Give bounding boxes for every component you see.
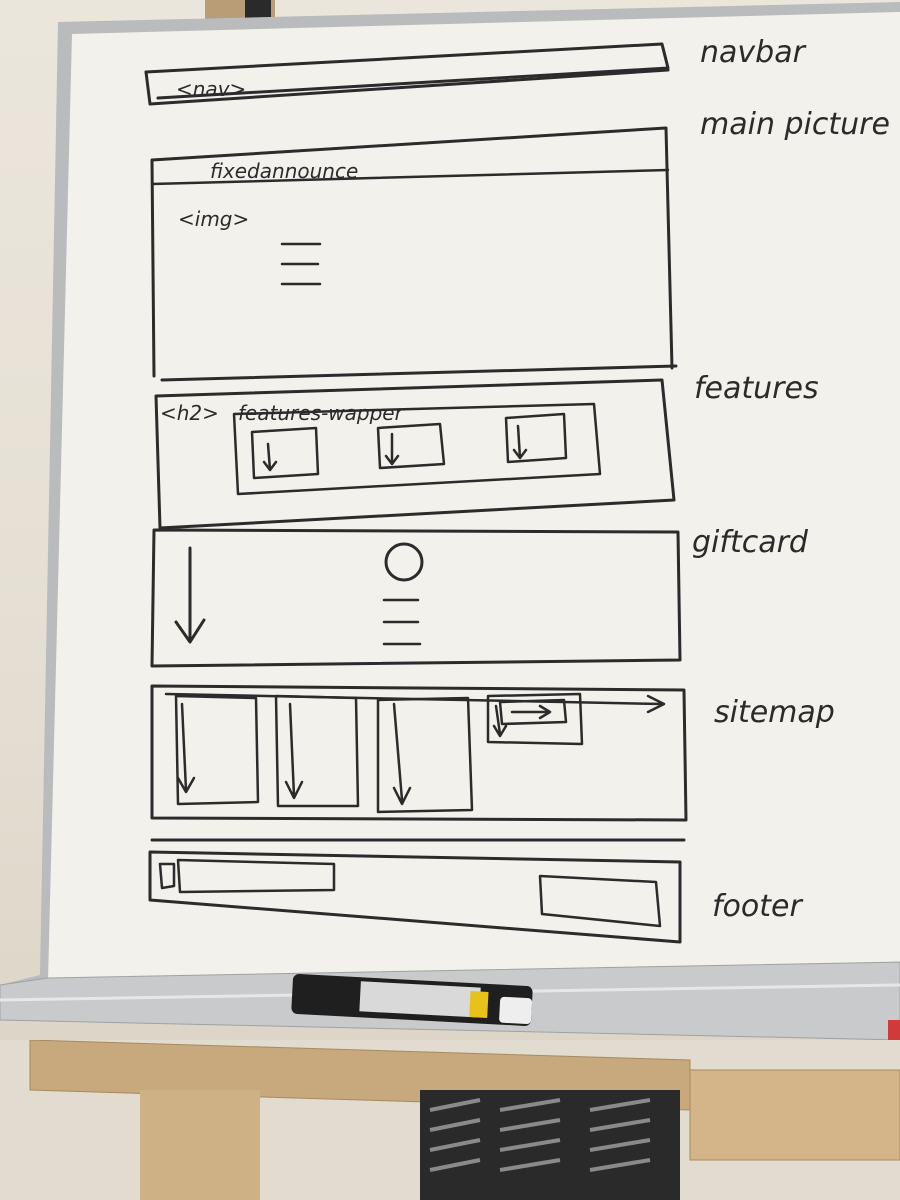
navbar-sketch: <nav> — [144, 42, 670, 106]
features-wrapper-label: features-wapper — [238, 401, 405, 425]
red-magnet-icon — [888, 1020, 900, 1040]
whiteboard-surface — [48, 12, 900, 980]
main-picture-label: main picture — [700, 107, 890, 142]
marker-pen-icon — [291, 974, 533, 1026]
nav-tag-label: <nav> — [176, 77, 246, 101]
h2-tag-label: <h2> — [160, 401, 219, 425]
text-lines-icon — [382, 598, 422, 646]
fixed-announce-label: fixedannounce — [210, 159, 358, 183]
sitemap-label: sitemap — [714, 695, 835, 730]
down-arrow-icon — [384, 432, 400, 466]
main-picture-sketch: fixedannounce <img> — [150, 126, 678, 382]
circle-icon — [384, 542, 424, 582]
feature-box-1 — [250, 426, 320, 480]
gift-card-sketch — [150, 528, 682, 668]
feature-box-3 — [504, 412, 568, 464]
sitemap-column-2 — [274, 694, 360, 808]
img-tag-label: <img> — [178, 207, 249, 231]
features-label: features — [694, 371, 819, 406]
down-arrow-icon — [174, 546, 206, 644]
down-arrow-icon — [262, 442, 278, 472]
sitemap-column-1 — [174, 694, 260, 806]
sitemap-column-3 — [376, 696, 474, 814]
text-lines-icon — [280, 242, 322, 286]
footer-sketch — [148, 850, 682, 944]
sitemap-sketch — [150, 684, 688, 842]
features-sketch: <h2> features-wapper — [154, 378, 676, 530]
feature-box-2 — [376, 422, 446, 470]
whiteboard: <nav> navbar fixedannounce <img> main pi… — [0, 2, 900, 1040]
easel-hook — [245, 0, 271, 22]
gift-card-label: giftcard — [692, 525, 809, 560]
sitemap-column-4 — [486, 692, 584, 746]
easel-base — [0, 1040, 900, 1200]
footer-label: footer — [712, 889, 803, 924]
down-arrow-icon — [512, 424, 528, 460]
navbar-label: navbar — [700, 35, 807, 70]
